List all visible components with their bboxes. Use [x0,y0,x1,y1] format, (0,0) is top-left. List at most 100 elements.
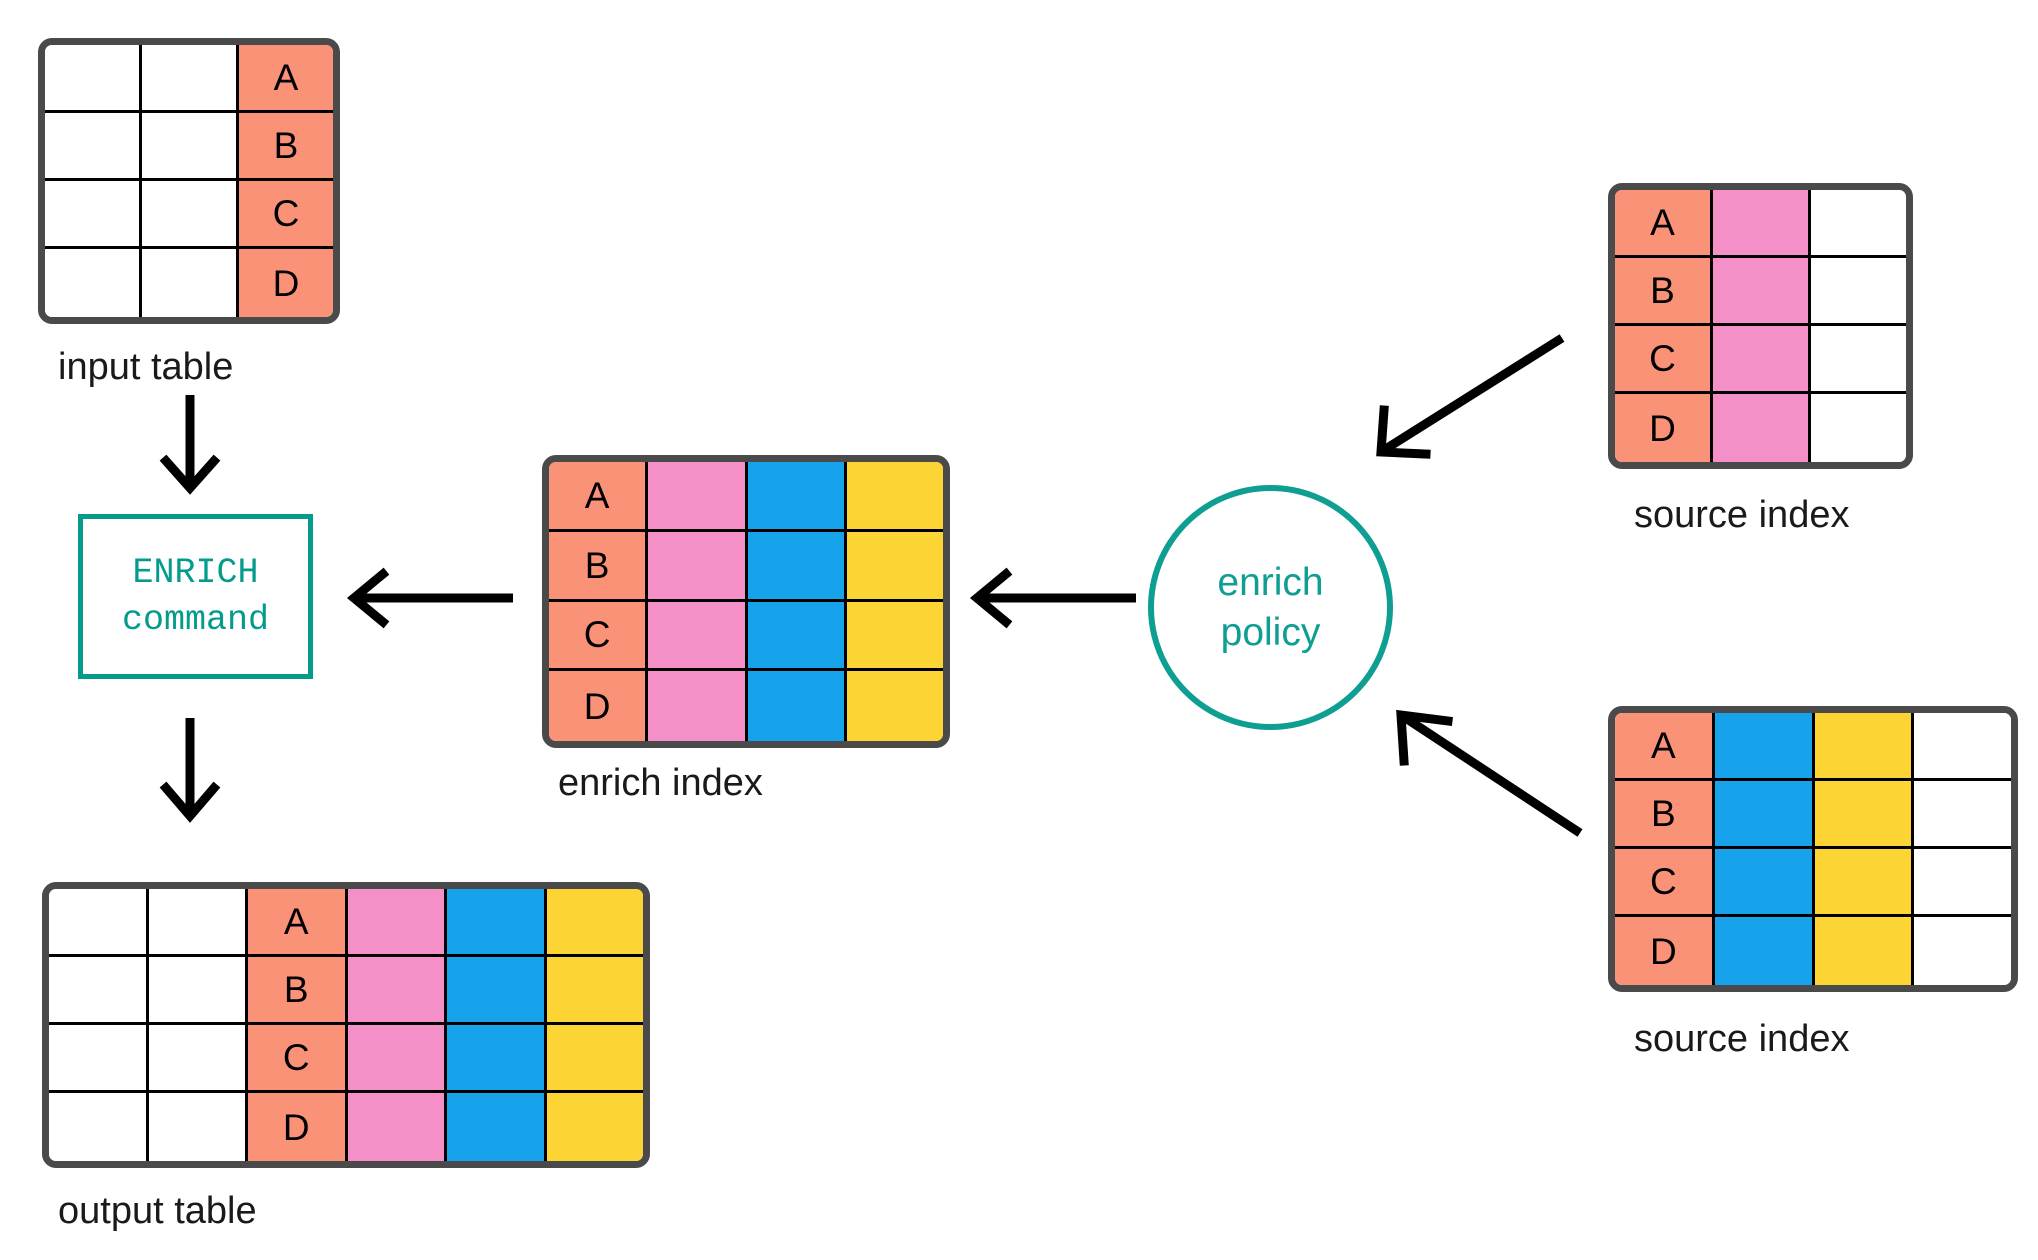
source-top-cell-pink-r1 [1713,190,1811,258]
source-top-cell-empty-r4 [1811,394,1906,462]
source-bottom-cell-yellow-r1 [1814,713,1915,781]
source-bottom-cell-blue-r1 [1714,713,1815,781]
output-cell-col2-r2 [148,957,248,1025]
source-index-bottom-table: A B C D [1608,706,2018,992]
output-cell-key-r4: D [248,1093,348,1161]
source-top-cell-empty-r3 [1811,326,1906,394]
enrich-index-cell-yellow-r1 [846,462,943,532]
source-bottom-cell-yellow-r3 [1814,849,1915,917]
enrich-policy-circle[interactable]: enrich policy [1148,485,1393,730]
output-cell-col2-r4 [148,1093,248,1161]
source-bottom-cell-key-r2: B [1615,781,1715,849]
table-row: C [45,181,333,249]
input-table-caption: input table [58,346,234,388]
enrich-index-cell-pink-r3 [648,601,748,672]
enrich-index-cell-blue-r2 [747,531,847,602]
source-top-cell-pink-r3 [1713,326,1811,394]
table-row: D [45,249,333,317]
table-row: D [49,1093,643,1161]
output-cell-yellow-r4 [546,1093,643,1161]
output-cell-col1-r1 [49,889,149,957]
source-bottom-cell-empty-r1 [1914,713,2011,781]
source-top-cell-key-r1: A [1615,190,1713,258]
source-bottom-cell-yellow-r2 [1814,781,1915,849]
source-bottom-cell-blue-r4 [1714,917,1815,985]
table-row: A [45,45,333,113]
arrow-command-to-output [159,718,221,823]
enrich-index-cell-blue-r1 [747,462,847,532]
enrich-index-cell-yellow-r2 [846,531,943,602]
arrow-source-bottom-to-policy [1396,709,1583,837]
table-row: A [1615,190,1906,258]
source-top-cell-key-r4: D [1615,394,1713,462]
output-cell-blue-r2 [447,957,547,1025]
source-bottom-cell-key-r4: D [1615,917,1715,985]
output-cell-pink-r3 [347,1025,447,1093]
source-top-cell-pink-r4 [1713,394,1811,462]
enrich-index-cell-yellow-r3 [846,601,943,672]
enrich-index-cell-yellow-r4 [846,671,943,741]
input-cell-col1-r3 [45,181,142,249]
input-cell-col2-r4 [142,249,239,317]
enrich-index-cell-key-r1: A [549,462,649,532]
input-cell-key-r2: B [239,113,333,181]
input-cell-col1-r1 [45,45,142,113]
input-table: A B C D [38,38,340,324]
output-cell-pink-r2 [347,957,447,1025]
source-index-top-caption: source index [1634,494,1850,536]
output-cell-col2-r3 [148,1025,248,1093]
source-bottom-cell-blue-r3 [1714,849,1815,917]
source-index-bottom-caption: source index [1634,1018,1850,1060]
source-bottom-cell-empty-r3 [1914,849,2011,917]
source-top-cell-empty-r1 [1811,190,1906,258]
output-cell-pink-r4 [347,1093,447,1161]
table-row: D [549,671,943,741]
enrich-index-table: A B C D [542,455,950,748]
arrow-input-to-command [159,395,221,495]
input-cell-col2-r3 [142,181,239,249]
enrich-command-line2: command [121,599,270,640]
output-cell-key-r1: A [248,889,348,957]
source-top-cell-key-r3: C [1615,326,1713,394]
table-row: D [1615,394,1906,462]
output-cell-pink-r1 [347,889,447,957]
source-bottom-cell-key-r1: A [1615,713,1715,781]
enrich-policy-line1: enrich [1217,560,1324,604]
enrich-command-box[interactable]: ENRICH command [78,514,313,679]
output-cell-blue-r1 [447,889,547,957]
table-row: A [49,889,643,957]
enrich-index-cell-key-r4: D [549,671,649,741]
table-row: C [49,1025,643,1093]
source-bottom-cell-empty-r4 [1914,917,2011,985]
enrich-index-cell-blue-r3 [747,601,847,672]
enrich-command-line1: ENRICH [132,553,259,594]
output-cell-col1-r2 [49,957,149,1025]
input-cell-key-r3: C [239,181,333,249]
output-cell-col1-r3 [49,1025,149,1093]
enrich-index-cell-key-r3: C [549,601,649,672]
input-cell-key-r4: D [239,249,333,317]
enrich-index-cell-pink-r2 [648,531,748,602]
source-bottom-cell-blue-r2 [1714,781,1815,849]
output-cell-blue-r4 [447,1093,547,1161]
source-top-cell-pink-r2 [1713,258,1811,326]
table-row: C [1615,849,2011,917]
output-cell-col1-r4 [49,1093,149,1161]
output-cell-blue-r3 [447,1025,547,1093]
table-row: C [549,601,943,672]
enrich-policy-line2: policy [1220,610,1321,654]
input-cell-col2-r1 [142,45,239,113]
input-cell-col1-r2 [45,113,142,181]
input-cell-key-r1: A [239,45,333,113]
enrich-index-cell-pink-r1 [648,462,748,532]
output-cell-key-r2: B [248,957,348,1025]
arrow-source-top-to-policy [1376,334,1565,459]
table-row: A [1615,713,2011,781]
output-cell-col2-r1 [148,889,248,957]
output-cell-yellow-r2 [546,957,643,1025]
table-row: A [549,462,943,532]
source-bottom-cell-yellow-r4 [1814,917,1915,985]
table-row: B [1615,258,1906,326]
arrow-policy-to-index [969,567,1136,629]
